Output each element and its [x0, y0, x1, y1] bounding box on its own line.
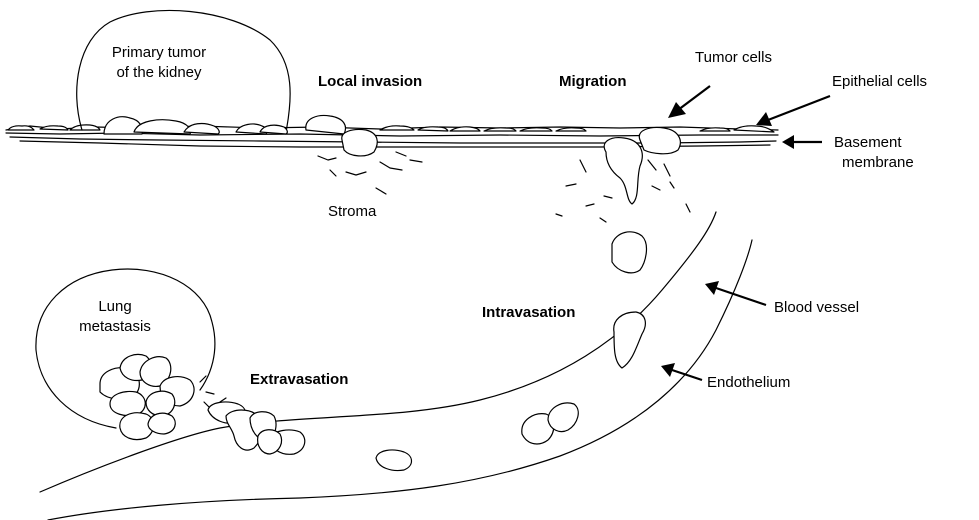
label-primary-tumor: Primary tumor of the kidney	[96, 43, 222, 83]
stroma-fibres	[318, 152, 422, 194]
label-lung-metastasis: Lung metastasis	[60, 297, 170, 337]
label-basement-membrane: Basement membrane	[824, 133, 944, 173]
label-basement-membrane-line2: membrane	[824, 153, 944, 173]
tumor-cells-arrow	[668, 86, 710, 118]
migration-cells	[556, 128, 690, 223]
label-migration: Migration	[559, 72, 627, 92]
local-invasion-cells	[306, 116, 377, 156]
label-extravasation: Extravasation	[250, 370, 348, 390]
label-basement-membrane-line1: Basement	[824, 133, 944, 153]
label-blood-vessel: Blood vessel	[774, 298, 859, 318]
lung-metastasis-shape	[36, 269, 226, 440]
label-lung-metastasis-line1: Lung	[60, 297, 170, 317]
label-tumor-cells: Tumor cells	[695, 48, 772, 68]
label-epithelial-cells: Epithelial cells	[832, 72, 927, 92]
label-local-invasion: Local invasion	[318, 72, 422, 92]
label-primary-tumor-line2: of the kidney	[96, 63, 222, 83]
blood-vessel-arrow	[705, 281, 766, 305]
label-lung-metastasis-line2: metastasis	[60, 317, 170, 337]
endothelium-arrow	[661, 363, 702, 380]
stroma-cells	[612, 232, 646, 273]
label-endothelium: Endothelium	[707, 373, 790, 393]
label-intravasation: Intravasation	[482, 303, 575, 323]
basement-membrane-arrow	[782, 135, 822, 149]
label-primary-tumor-line1: Primary tumor	[96, 43, 222, 63]
epithelial-cells-arrow	[756, 96, 830, 126]
label-stroma: Stroma	[328, 202, 376, 222]
